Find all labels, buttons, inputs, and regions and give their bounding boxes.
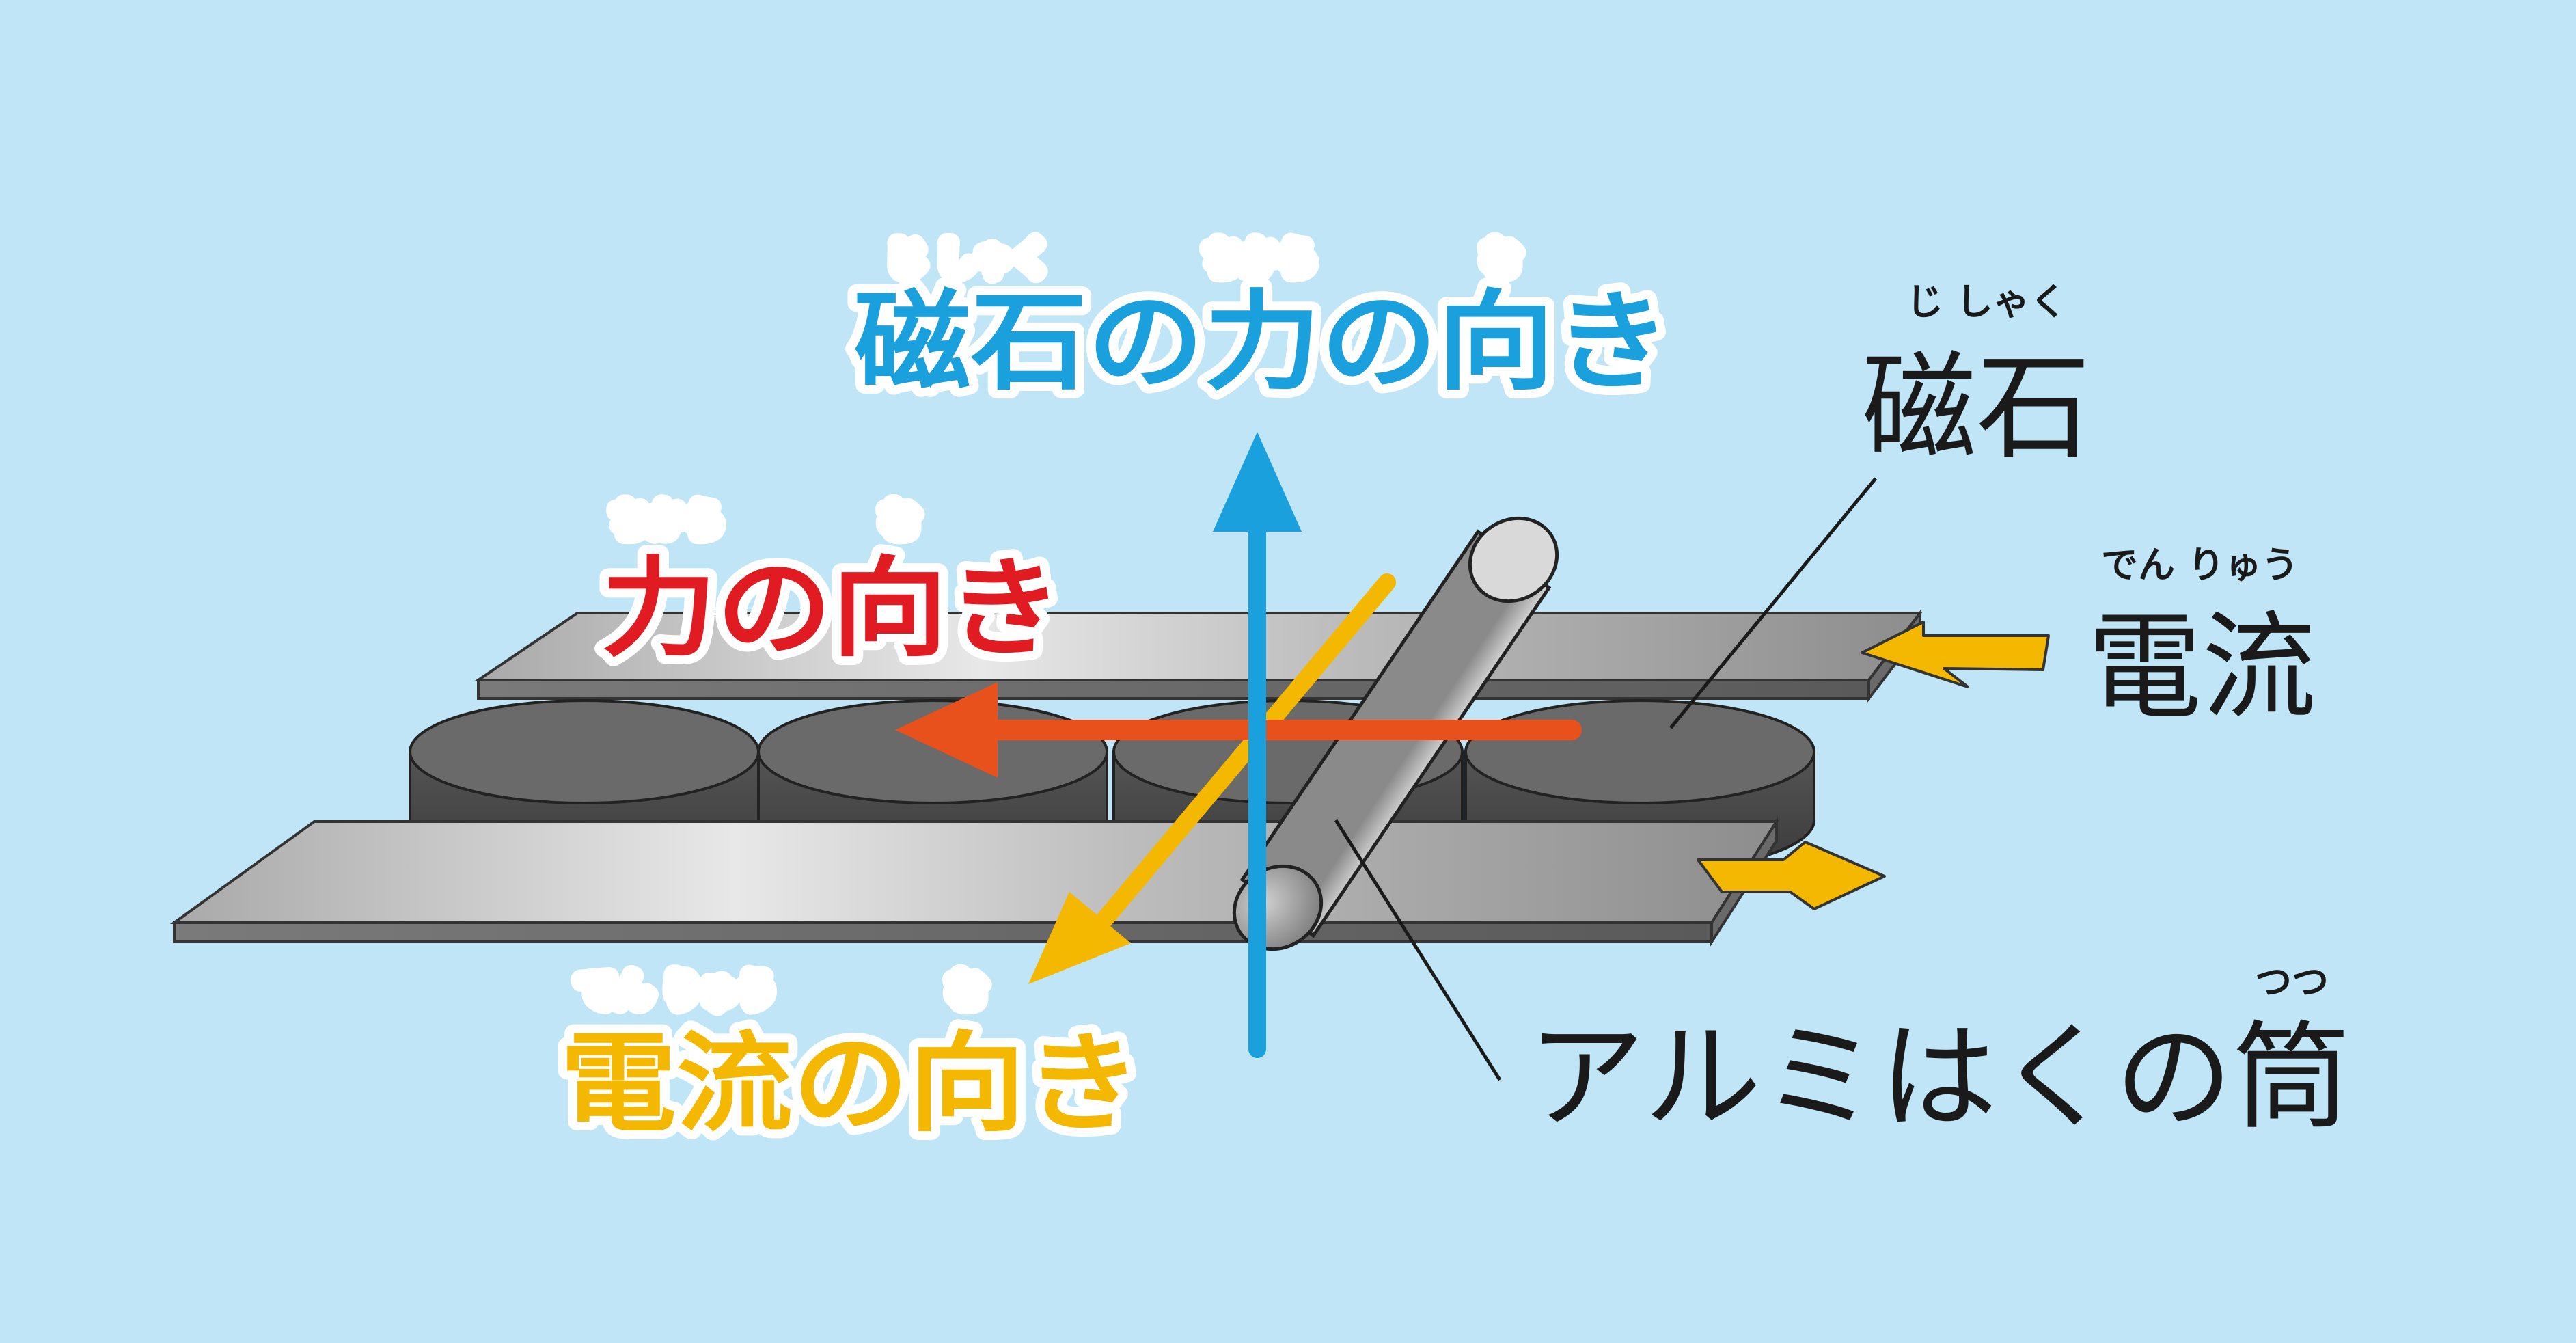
force-text-fill: 力の向き bbox=[601, 546, 1063, 672]
magnet-force-label: じ しゃく ちから む 磁石の力の向き 磁石の力の向き bbox=[845, 228, 1680, 414]
magnet-force-ruby-jishaku: じ しゃく bbox=[888, 237, 1049, 280]
current-dir-ruby-denryu: でん りゅう bbox=[577, 969, 775, 1012]
force-ruby-chikara: ちから bbox=[612, 499, 722, 542]
magnet-force-ruby-chikara: ちから bbox=[1205, 237, 1315, 280]
magnet-text: 磁石 bbox=[1862, 340, 2091, 476]
current-direction-label: でん りゅう む 電流の向き 電流の向き bbox=[551, 960, 1150, 1156]
force-ruby-mu: む bbox=[881, 499, 918, 542]
force-text: 力の向き bbox=[601, 546, 1063, 672]
current-label: でん りゅう 電流 bbox=[2087, 543, 2316, 735]
current-dir-ruby-mu: む bbox=[948, 969, 985, 1012]
current-direction-text: 電流の向き bbox=[560, 1021, 1141, 1147]
magnet-force-arrow bbox=[1213, 432, 1302, 1058]
magnet-ruby: じ しゃく bbox=[1906, 280, 2067, 323]
foil-tube-text: アルミはくの筒 bbox=[1527, 1010, 2351, 1145]
current-direction-arrow bbox=[1028, 573, 1396, 984]
force-arrow bbox=[895, 682, 1582, 778]
current-text: 電流 bbox=[2087, 600, 2316, 735]
current-in-arrow bbox=[1861, 621, 2050, 688]
magnet-force-text: 磁石の力の向き bbox=[854, 280, 1671, 405]
magnet-leader-line bbox=[1669, 477, 1877, 729]
magnet-label: じ しゃく 磁石 bbox=[1862, 280, 2091, 476]
magnet-force-ruby-mu: む bbox=[1483, 237, 1520, 280]
current-direction-text-fill: 電流の向き bbox=[560, 1021, 1141, 1147]
current-ruby: でん りゅう bbox=[2101, 543, 2299, 586]
current-out-arrow bbox=[1697, 841, 1886, 910]
tube-leader-line bbox=[1334, 819, 1502, 1081]
magnet-force-text-fill: 磁石の力の向き bbox=[854, 280, 1671, 405]
force-label: ちから む 力の向き 力の向き bbox=[592, 490, 1071, 681]
foil-tube-ruby: つつ bbox=[2255, 960, 2329, 1003]
front-rail bbox=[169, 817, 1779, 947]
foil-tube-label: つつ アルミはくの筒 bbox=[1527, 960, 2351, 1145]
